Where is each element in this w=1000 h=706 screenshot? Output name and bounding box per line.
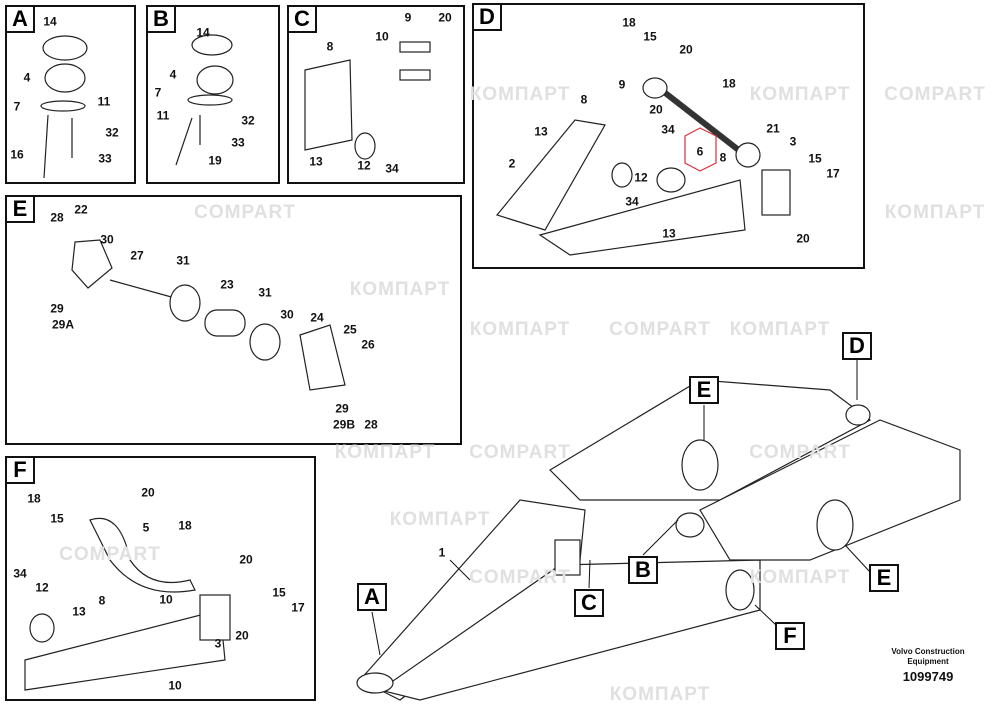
part-label: 15: [50, 511, 64, 526]
part-label: 15: [643, 29, 657, 44]
part-label: 25: [343, 322, 357, 337]
part-label: 31: [176, 253, 190, 268]
panel-d-drawing: [495, 77, 791, 256]
part-label: 17: [826, 166, 840, 181]
panel-e-tag: E: [5, 195, 35, 223]
part-label: 17: [291, 600, 305, 615]
part-label: 34: [13, 566, 27, 581]
part-label: 13: [72, 604, 86, 619]
part-label: 24: [310, 310, 324, 325]
part-label-highlighted: 6: [696, 144, 704, 159]
part-label: 9: [618, 77, 626, 92]
callout-f[interactable]: F: [775, 622, 805, 650]
part-label: 23: [220, 277, 234, 292]
part-label: 22: [74, 202, 88, 217]
part-label: 10: [159, 592, 173, 607]
part-label: 32: [241, 113, 255, 128]
part-label: 33: [231, 135, 245, 150]
callout-c[interactable]: C: [574, 589, 604, 617]
part-label: 21: [766, 121, 780, 136]
part-label: 18: [622, 15, 636, 30]
part-label: 14: [43, 14, 57, 29]
part-label: 9: [404, 10, 412, 25]
part-label: 11: [156, 108, 170, 123]
part-label: 18: [178, 518, 192, 533]
callout-b[interactable]: B: [628, 556, 658, 584]
part-label: 33: [98, 151, 112, 166]
part-label: 10: [168, 678, 182, 693]
part-label: 20: [239, 552, 253, 567]
part-label: 15: [272, 585, 286, 600]
part-label: 3: [214, 636, 222, 651]
footer-maker-line2: Equipment: [907, 657, 949, 666]
callout-a[interactable]: A: [357, 583, 387, 611]
callout-e[interactable]: E: [869, 564, 899, 592]
part-label: 29A: [51, 317, 75, 332]
part-label: 15: [808, 151, 822, 166]
part-label: 20: [796, 231, 810, 246]
panel-e-drawing: [71, 239, 346, 391]
part-label: 29: [50, 301, 64, 316]
part-label: 26: [361, 337, 375, 352]
part-label: 20: [438, 10, 452, 25]
part-label: 12: [35, 580, 49, 595]
part-label: 30: [280, 307, 294, 322]
part-label: 13: [309, 154, 323, 169]
part-label: 16: [10, 147, 24, 162]
part-label: 3: [789, 134, 797, 149]
panel-a-tag: A: [5, 5, 35, 33]
part-label: 20: [679, 42, 693, 57]
part-label: 11: [97, 94, 111, 109]
callout-e[interactable]: E: [689, 376, 719, 404]
part-label: 8: [580, 92, 588, 107]
part-label: 19: [208, 153, 222, 168]
part-label: 34: [625, 194, 639, 209]
part-label: 13: [662, 226, 676, 241]
part-label: 27: [130, 248, 144, 263]
part-label: 20: [235, 628, 249, 643]
panel-f-tag: F: [5, 456, 35, 484]
part-label: 29: [335, 401, 349, 416]
part-label: 8: [719, 150, 727, 165]
part-label: 14: [196, 25, 210, 40]
part-label: 18: [722, 76, 736, 91]
part-label: 10: [375, 29, 389, 44]
part-label: 5: [142, 520, 150, 535]
panel-a: A: [5, 5, 136, 184]
part-label: 30: [100, 232, 114, 247]
panel-d-tag: D: [472, 3, 502, 31]
part-label: 12: [634, 170, 648, 185]
footer-maker: Volvo Construction: [891, 647, 965, 656]
part-label: 32: [105, 125, 119, 140]
part-label: 18: [27, 491, 41, 506]
part-label: 2: [508, 156, 516, 171]
callout-d[interactable]: D: [842, 332, 872, 360]
part-label: 8: [326, 39, 334, 54]
panel-f-drawing: [24, 517, 231, 691]
part-label: 34: [385, 161, 399, 176]
drawing-number: 1099749: [902, 669, 954, 684]
part-label: 20: [649, 102, 663, 117]
panel-a-drawing: [40, 34, 431, 179]
part-label: 7: [13, 99, 21, 114]
part-label: 8: [98, 593, 106, 608]
part-label: 28: [50, 210, 64, 225]
part-label: 12: [357, 158, 371, 173]
part-label: 28: [364, 417, 378, 432]
part-label: 7: [154, 85, 162, 100]
part-label: 4: [23, 70, 31, 85]
footer-block: Volvo Construction Equipment 1099749: [886, 647, 970, 684]
part-label: 31: [258, 285, 272, 300]
panel-c-tag: C: [287, 5, 317, 33]
part-label: 34: [661, 122, 675, 137]
part-label: 1: [438, 545, 446, 560]
part-label: 4: [169, 67, 177, 82]
part-label: 29B: [332, 417, 356, 432]
part-label: 20: [141, 485, 155, 500]
part-label: 13: [534, 124, 548, 139]
highlight-hexagon: [684, 127, 717, 172]
panel-b-tag: B: [146, 5, 176, 33]
